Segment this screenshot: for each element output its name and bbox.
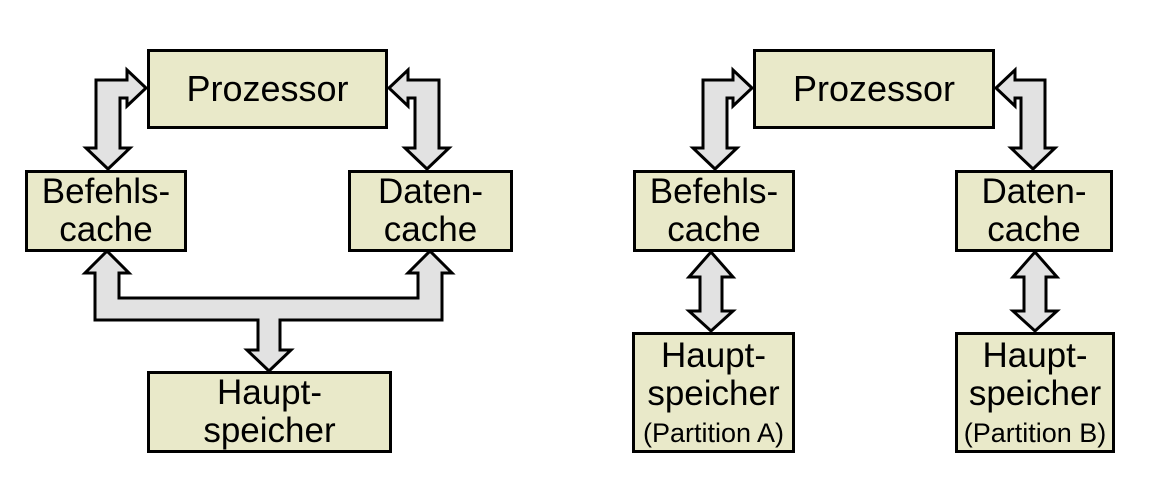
- node-label: Befehls- cache: [649, 172, 779, 249]
- arrow-caches-hauptspeicher-branch: [81, 248, 456, 374]
- arrow-prozessor-datencache-left: [386, 66, 453, 172]
- node-sublabel: (Partition B): [963, 418, 1107, 448]
- node-hauptspeicher-partition-a: Haupt- speicher (Partition A): [632, 332, 795, 453]
- arrow-befehlscache-partition-a: [685, 249, 737, 334]
- node-label: Daten- cache: [981, 172, 1087, 249]
- node-befehlscache-right: Befehls- cache: [633, 170, 795, 252]
- node-label: Prozessor: [792, 68, 956, 109]
- arrow-datencache-partition-b: [1009, 249, 1061, 334]
- node-datencache-left: Daten- cache: [348, 170, 513, 252]
- node-label: Prozessor: [186, 68, 349, 109]
- node-label: Haupt- speicher: [647, 336, 780, 413]
- node-label: Haupt- speicher: [968, 336, 1102, 413]
- node-prozessor-right: Prozessor: [753, 49, 995, 129]
- node-sublabel: (Partition A): [642, 418, 785, 448]
- node-prozessor-left: Prozessor: [147, 49, 388, 129]
- node-label: Befehls- cache: [41, 172, 171, 249]
- node-hauptspeicher-partition-b: Haupt- speicher (Partition B): [955, 332, 1115, 453]
- arrow-prozessor-befehlscache-left: [82, 66, 149, 172]
- node-label: Haupt- speicher: [203, 373, 336, 450]
- node-datencache-right: Daten- cache: [955, 170, 1113, 252]
- arrow-prozessor-befehlscache-right: [689, 66, 755, 172]
- node-befehlscache-left: Befehls- cache: [25, 170, 187, 252]
- arrow-prozessor-datencache-right: [993, 66, 1059, 172]
- node-hauptspeicher-left: Haupt- speicher: [147, 371, 392, 453]
- node-label: Daten- cache: [377, 172, 484, 249]
